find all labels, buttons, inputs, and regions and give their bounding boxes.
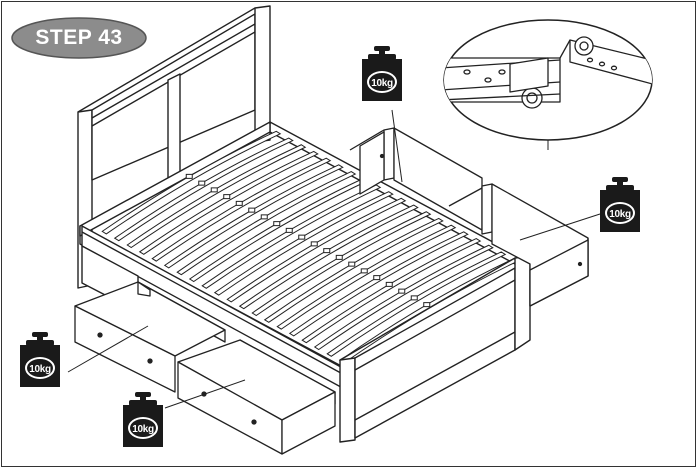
slat-clip [310,241,318,247]
bed-slat [238,204,419,310]
slat-clip [248,207,256,213]
slat-clip [323,248,331,254]
side-rail [81,225,351,393]
bed-slat [163,164,344,269]
footboard [339,255,531,443]
weight-label-4: 10kg [132,424,154,435]
slat-clip [373,275,381,281]
slat-clip [348,261,356,267]
bed-slat [226,197,407,303]
slat-clip [298,234,306,240]
slat-clip [398,288,406,294]
bed-slat [301,237,482,344]
bed-slat [263,217,444,323]
bed-slat [288,231,469,337]
weight-icon-1: 10kg [360,44,404,102]
bed-slat [126,144,307,249]
bed-slat [151,157,332,262]
slat-clip [285,227,293,233]
bed-slat [201,184,382,289]
weight-label-3: 10kg [29,364,51,375]
drawer-front-2 [177,339,336,455]
weight-label-1: 10kg [371,78,393,89]
slat-clip [185,173,193,179]
weight-icon-3: 10kg [18,330,62,388]
bed-slat [276,224,457,330]
bed-slat [176,170,357,276]
weight-icon-4: 10kg [121,390,165,448]
drawer-back-2 [448,183,589,307]
slat-clip [235,200,243,206]
leader-lines [67,109,601,409]
step-label: STEP 43 [35,26,123,49]
slat-clip [423,302,431,308]
drawer-front-1 [74,281,226,393]
bed-slat [113,137,294,242]
slat-clip [198,180,206,186]
slat-clip [360,268,368,274]
bed-slat [251,211,432,317]
bed-slat [313,244,494,351]
weight-icon-2: 10kg [598,175,642,233]
slat-clip [260,214,268,220]
slat-group [101,130,519,364]
bed-slat [138,150,319,255]
slat-clip [210,187,218,193]
step-badge: STEP 43 [10,16,148,60]
detail-callout [443,19,653,150]
weight-label-2: 10kg [609,209,631,220]
bed-slat [326,251,507,357]
bed-slat [213,191,394,296]
slat-clip [223,194,231,200]
slat-clip [385,281,393,287]
slat-clip [410,295,418,301]
bed-slat [101,130,282,235]
slat-clip [335,254,343,260]
slat-clip [273,221,281,227]
